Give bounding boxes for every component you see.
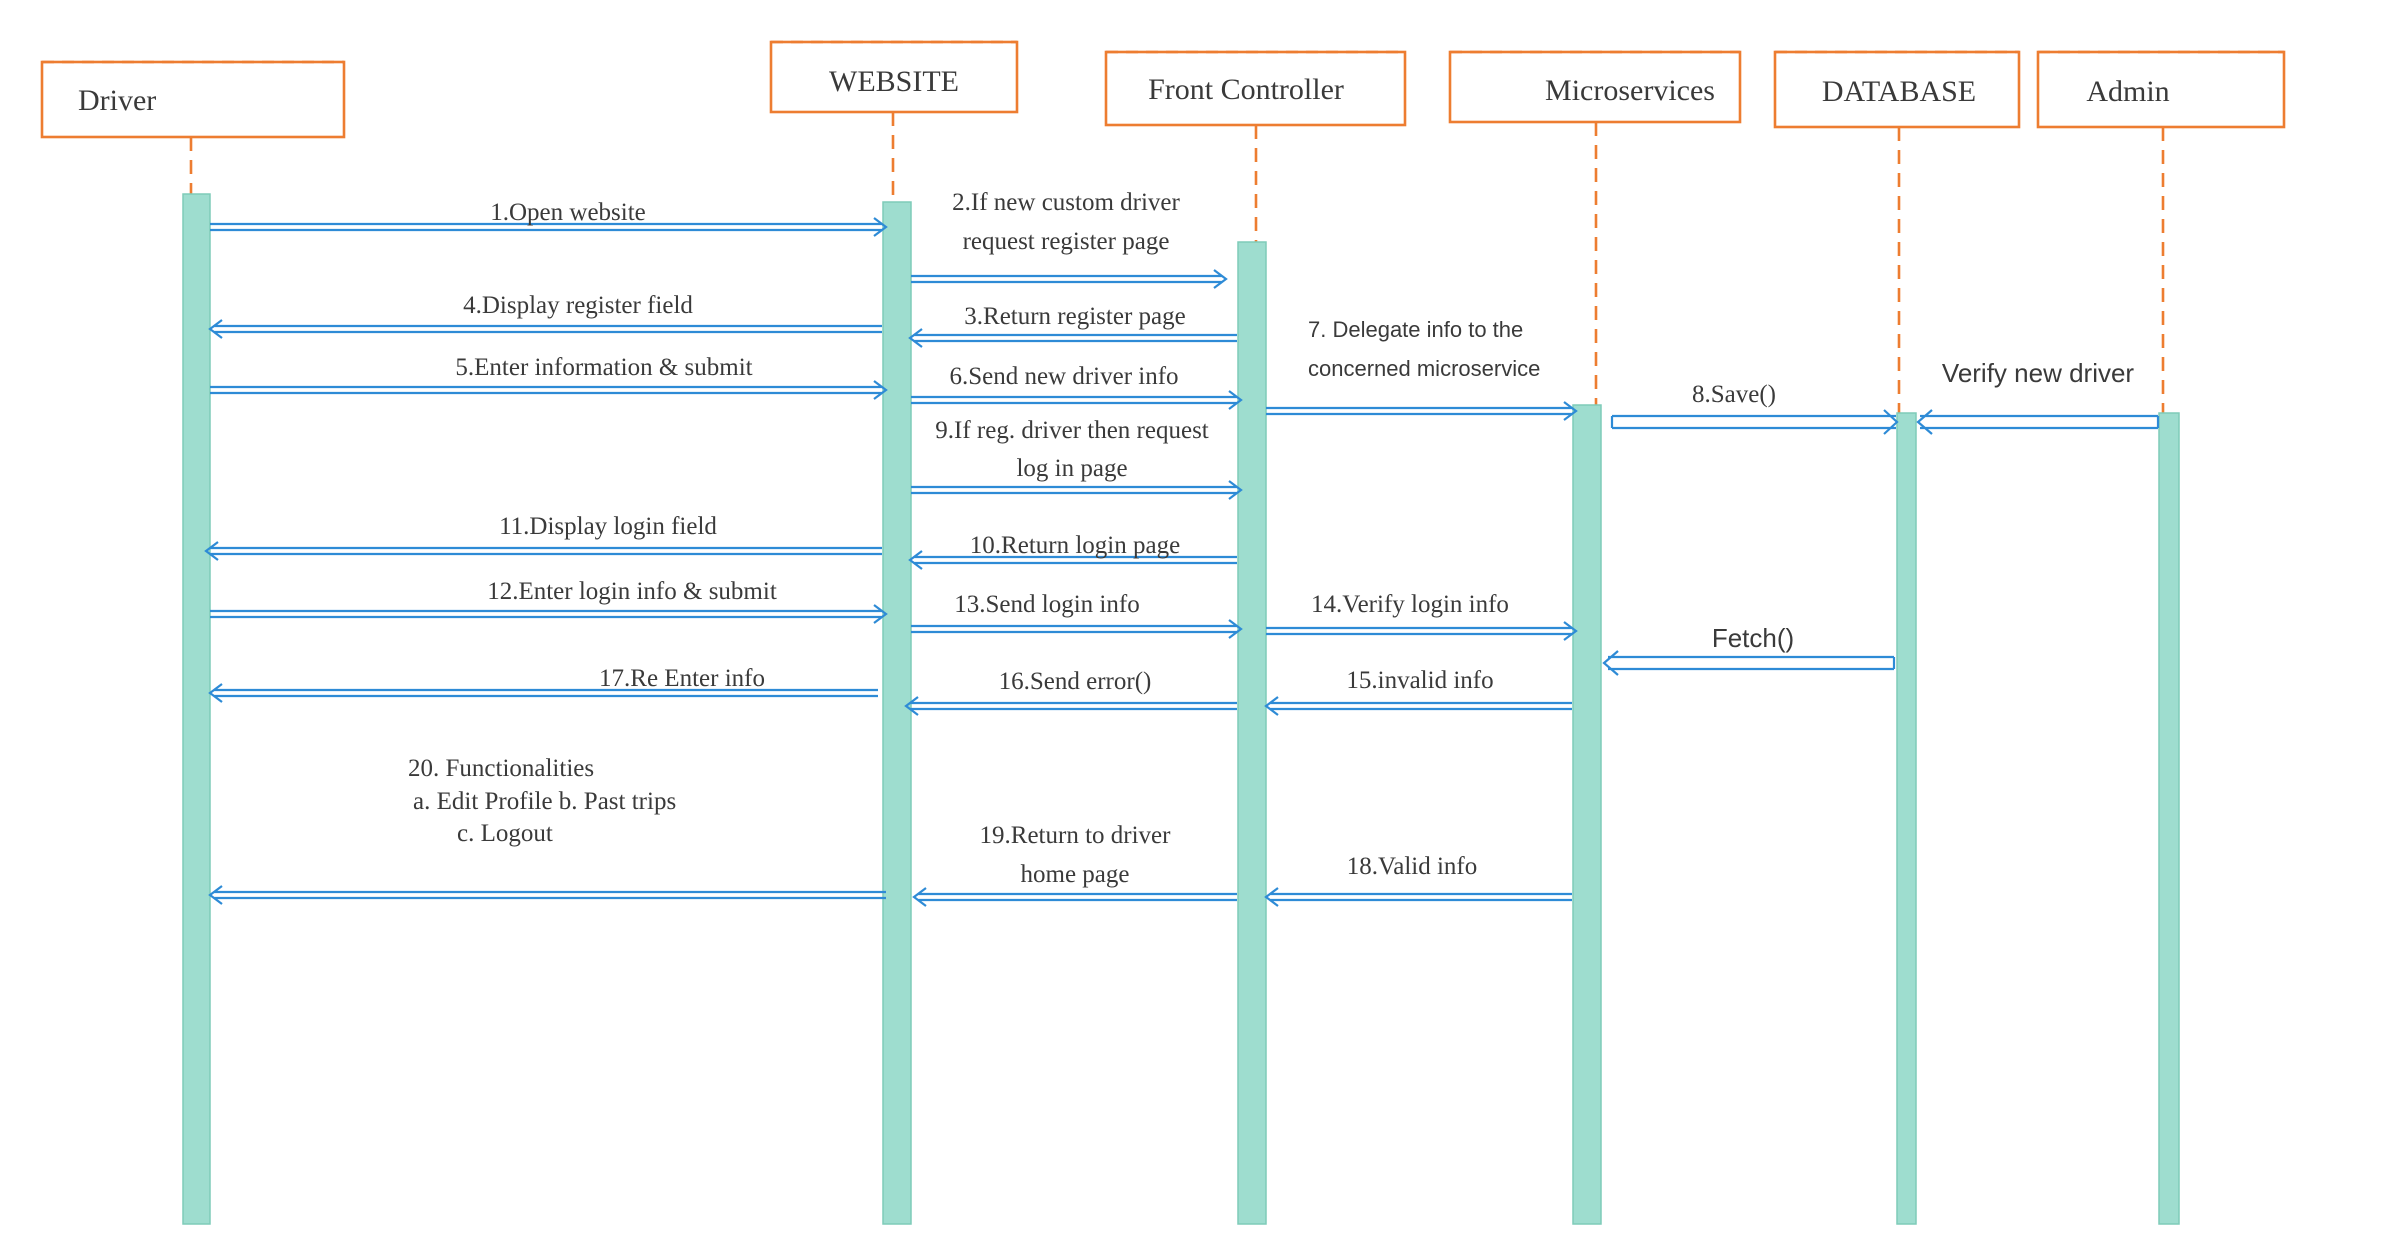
arrow-right bbox=[210, 217, 888, 237]
message-label: 17.Re Enter info bbox=[599, 665, 765, 692]
message-11: 11.Display login field bbox=[204, 513, 882, 561]
message-verify-new-driver: Verify new driver bbox=[1916, 358, 2160, 435]
actor-front-controller: Front Controller bbox=[1104, 50, 1407, 127]
arrow-left bbox=[908, 550, 1237, 570]
arrow-left bbox=[208, 683, 878, 703]
arrow-right bbox=[210, 604, 888, 624]
actor-microservices: Microservices bbox=[1448, 50, 1742, 124]
message-label: 20. Functionalities bbox=[408, 755, 594, 782]
actor-label-front-controller: Front Controller bbox=[1148, 73, 1344, 106]
message-label: 14.Verify login info bbox=[1311, 591, 1509, 618]
activation-microservices bbox=[1572, 404, 1602, 1225]
arrow-right bbox=[1266, 621, 1578, 641]
arrow-right bbox=[1610, 409, 1899, 435]
arrow-left bbox=[1916, 409, 2160, 435]
message-label: 2.If new custom driver bbox=[952, 189, 1180, 216]
message-4: 4.Display register field bbox=[208, 292, 882, 339]
message-label: 18.Valid info bbox=[1347, 853, 1478, 880]
actor-label-microservices: Microservices bbox=[1545, 74, 1715, 107]
message-label: concerned microservice bbox=[1308, 356, 1540, 381]
arrow-left bbox=[204, 541, 882, 561]
message-label: 4.Display register field bbox=[463, 292, 693, 319]
arrow-right bbox=[911, 619, 1243, 639]
message-label: 13.Send login info bbox=[954, 591, 1139, 618]
message-2: 2.If new custom driver request register … bbox=[911, 189, 1228, 289]
actor-label-admin: Admin bbox=[2086, 75, 2169, 108]
actor-label-database: DATABASE bbox=[1822, 75, 1976, 108]
message-1: 1.Open website bbox=[210, 199, 888, 237]
arrow-right bbox=[911, 390, 1243, 410]
message-19: 19.Return to driver home page bbox=[912, 822, 1237, 907]
message-label: Verify new driver bbox=[1942, 358, 2135, 388]
message-6: 6.Send new driver info bbox=[911, 363, 1243, 410]
message-10: 10.Return login page bbox=[908, 532, 1237, 570]
message-label: 19.Return to driver bbox=[980, 822, 1172, 849]
arrow-left bbox=[208, 319, 882, 339]
arrow-right bbox=[1266, 401, 1578, 421]
message-label: log in page bbox=[1016, 455, 1127, 482]
actors: Driver WEBSITE Front Controller Microser… bbox=[40, 40, 2286, 139]
arrow-left bbox=[912, 887, 1237, 907]
message-label: home page bbox=[1021, 861, 1130, 888]
message-20: 20. Functionalities a. Edit Profile b. P… bbox=[208, 755, 886, 905]
arrow-left bbox=[1602, 650, 1896, 676]
arrow-left bbox=[1264, 696, 1572, 716]
message-label: a. Edit Profile b. Past trips bbox=[413, 788, 676, 815]
actor-driver: Driver bbox=[40, 60, 346, 139]
message-17: 17.Re Enter info bbox=[208, 665, 878, 703]
message-13: 13.Send login info bbox=[911, 591, 1243, 639]
actor-website: WEBSITE bbox=[769, 40, 1019, 114]
message-label: 10.Return login page bbox=[970, 532, 1180, 559]
arrow-left bbox=[908, 328, 1237, 348]
activation-front-controller bbox=[1237, 241, 1267, 1225]
activation-driver bbox=[182, 193, 211, 1225]
message-label: request register page bbox=[963, 228, 1170, 255]
message-label: Fetch() bbox=[1712, 623, 1794, 653]
message-18: 18.Valid info bbox=[1264, 853, 1572, 907]
message-fetch: Fetch() bbox=[1602, 623, 1896, 676]
message-label: 6.Send new driver info bbox=[949, 363, 1178, 390]
message-label: 8.Save() bbox=[1692, 381, 1776, 408]
message-label: 12.Enter login info & submit bbox=[487, 578, 777, 605]
message-12: 12.Enter login info & submit bbox=[210, 578, 888, 624]
message-15: 15.invalid info bbox=[1264, 667, 1572, 716]
message-3: 3.Return register page bbox=[908, 303, 1237, 348]
actor-label-website: WEBSITE bbox=[829, 65, 959, 98]
activation-admin bbox=[2158, 412, 2180, 1225]
message-8: 8.Save() bbox=[1610, 381, 1899, 435]
message-label: 16.Send error() bbox=[999, 668, 1152, 695]
actor-admin: Admin bbox=[2036, 50, 2286, 129]
message-label: c. Logout bbox=[457, 820, 553, 847]
message-label: 11.Display login field bbox=[499, 513, 717, 540]
activation-database bbox=[1896, 412, 1917, 1225]
message-label: 5.Enter information & submit bbox=[455, 354, 752, 381]
message-5: 5.Enter information & submit bbox=[210, 354, 888, 400]
message-16: 16.Send error() bbox=[904, 668, 1237, 716]
actor-label-driver: Driver bbox=[78, 84, 156, 117]
message-14: 14.Verify login info bbox=[1266, 591, 1578, 641]
arrow-left bbox=[904, 696, 1237, 716]
message-label: 7. Delegate info to the bbox=[1308, 317, 1523, 342]
message-9: 9.If reg. driver then request log in pag… bbox=[911, 417, 1243, 500]
message-label: 3.Return register page bbox=[964, 303, 1185, 330]
actor-database: DATABASE bbox=[1773, 50, 2021, 129]
message-7: 7. Delegate info to the concerned micros… bbox=[1266, 317, 1578, 421]
activation-website bbox=[882, 201, 912, 1225]
activations bbox=[182, 193, 2180, 1225]
arrow-right bbox=[911, 269, 1228, 289]
arrow-right bbox=[911, 480, 1243, 500]
message-label: 1.Open website bbox=[490, 199, 646, 226]
message-label: 15.invalid info bbox=[1346, 667, 1493, 694]
arrow-left bbox=[208, 885, 886, 905]
message-label: 9.If reg. driver then request bbox=[935, 417, 1209, 444]
messages: 1.Open website 2.If new custom driver re… bbox=[204, 189, 2160, 907]
arrow-right bbox=[210, 380, 888, 400]
arrow-left bbox=[1264, 887, 1572, 907]
